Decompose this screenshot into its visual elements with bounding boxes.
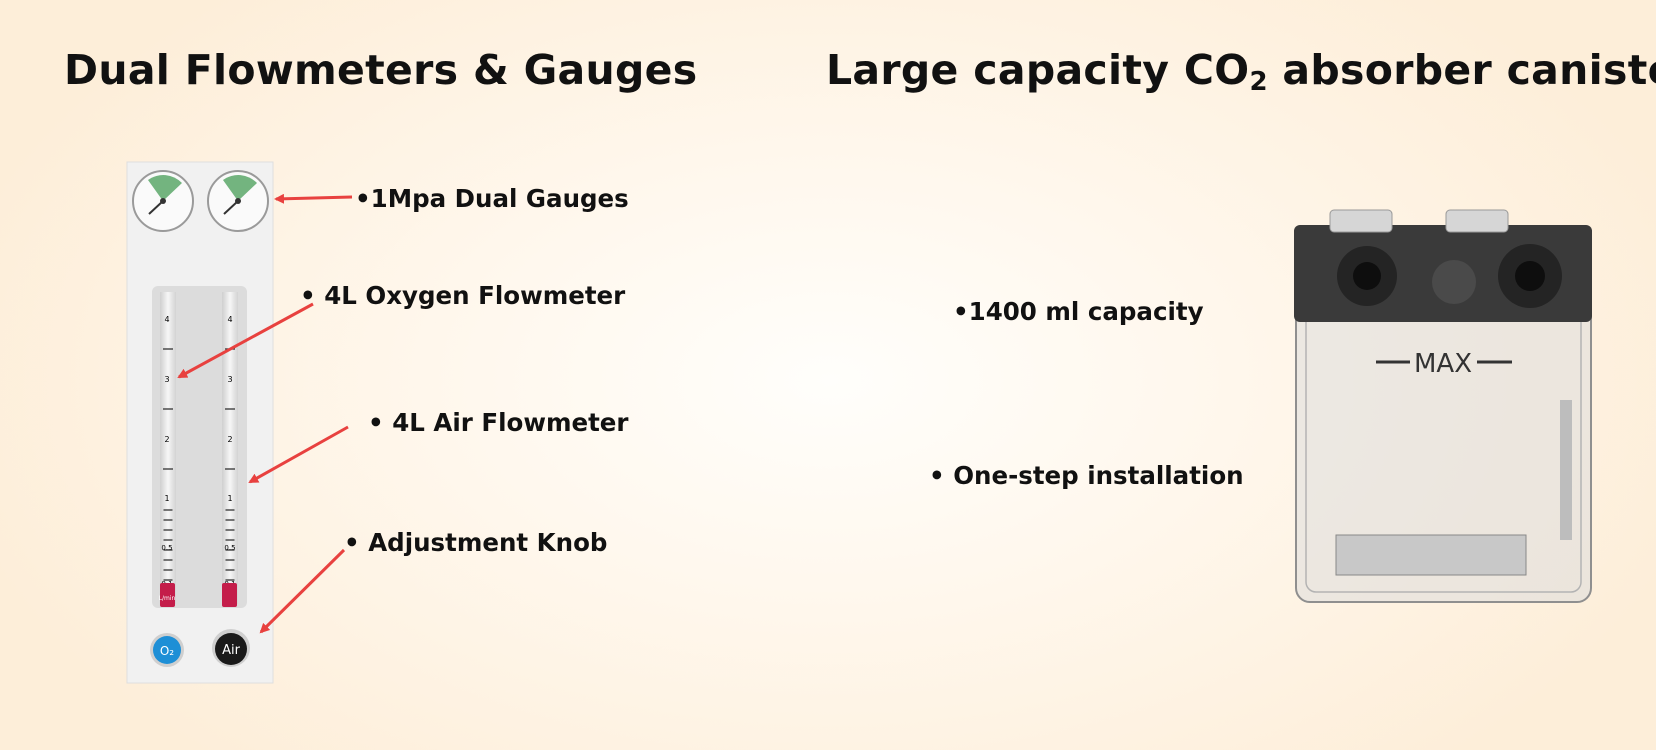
scale-label-air-3: 3 [227,375,232,384]
canister-max-label: MAX [1414,349,1472,379]
callout-gauges: •1Mpa Dual Gauges [355,184,629,213]
scale-label-air-1: 1 [227,494,232,503]
oxygen-knob-label: O₂ [160,644,174,658]
oxygen-tube [160,292,176,604]
scale-label-o2-1: 1 [164,494,169,503]
oxygen-float [160,583,175,607]
air-float [222,583,237,607]
air-knob[interactable]: Air [212,629,250,667]
arrow-oxygen [177,302,314,379]
callout-capacity: •1400 ml capacity [953,297,1204,326]
arrow-gauges [274,193,353,204]
oxygen-knob[interactable]: O₂ [150,633,184,667]
unit-label-o2: L/min [159,595,176,602]
title-flowmeters: Dual Flowmeters & Gauges [64,46,698,94]
callout-oxygen-flowmeter: • 4L Oxygen Flowmeter [300,281,626,310]
title-canister-post: absorber canister [1267,46,1656,94]
scale-label-air-4: 4 [227,315,232,324]
air-knob-label: Air [222,643,241,658]
title-canister: Large capacity CO2 absorber canister [826,50,1656,97]
pressure-gauge-right [207,170,269,232]
title-canister-pre: Large capacity CO [826,46,1250,94]
arrow-air [248,425,349,484]
air-tube [222,292,238,604]
scale-label-o2-4: 4 [164,315,169,324]
arrow-knob [259,548,346,634]
callout-installation: • One-step installation [929,461,1244,490]
co2-canister-illustration: MAX [1294,209,1592,603]
scale-label-air-2: 2 [227,435,232,444]
scale-label-o2-0-5: 0.5 [161,544,172,552]
scale-label-o2-3: 3 [164,375,169,384]
canister-base-tray [1335,534,1527,576]
title-canister-subscript: 2 [1249,67,1268,97]
callout-adjustment-knob: • Adjustment Knob [344,528,608,557]
pressure-gauge-left [132,170,194,232]
canister-center-knob [1432,260,1476,304]
scale-label-air-0-5: 0.5 [224,544,235,552]
callout-air-flowmeter: • 4L Air Flowmeter [368,408,629,437]
scale-label-o2-2: 2 [164,435,169,444]
